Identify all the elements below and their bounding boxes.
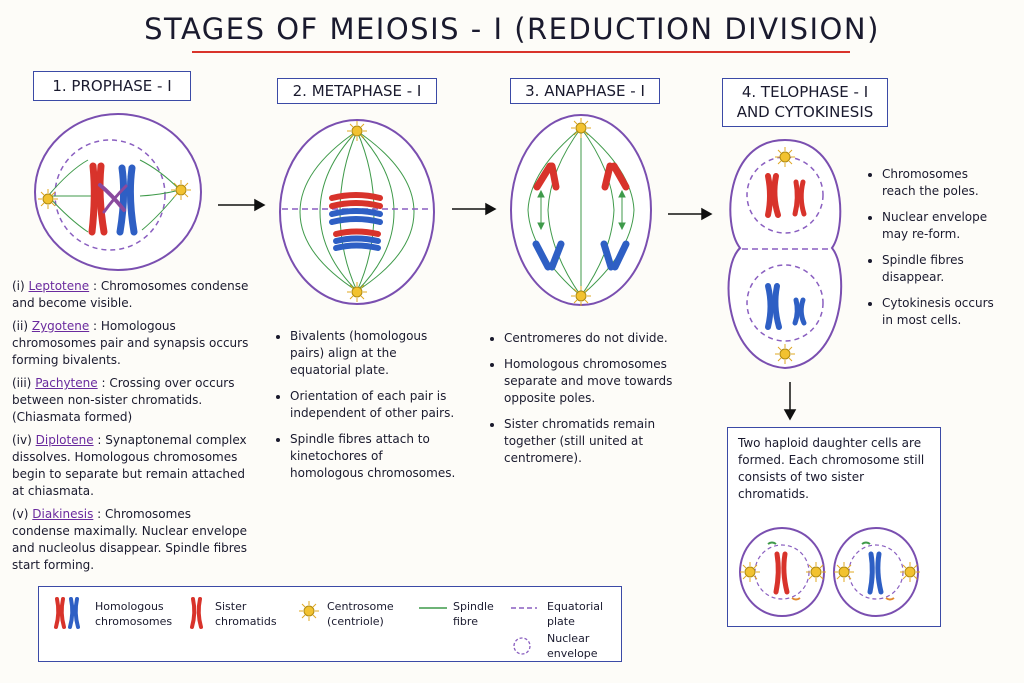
list-item: Cytokinesis occurs in most cells. xyxy=(882,295,1003,329)
homologous-chromosomes-icon xyxy=(54,597,80,629)
centrosome-icon xyxy=(298,600,320,622)
arrow-down-icon xyxy=(783,382,797,421)
note-pachytene: (iii) Pachytene : Crossing over occurs b… xyxy=(12,376,235,424)
list-item: Spindle fibres disappear. xyxy=(882,252,1003,286)
metaphase-cell xyxy=(279,119,435,305)
telophase-notes: Chromosomes reach the poles. Nuclear env… xyxy=(868,166,1003,338)
spindle-fibre-icon xyxy=(419,607,447,609)
centrosome-icon xyxy=(570,117,592,139)
daughter-cells xyxy=(739,527,921,617)
note-zygotene: (ii) Zygotene : Homologous chromosomes p… xyxy=(12,319,249,367)
stage-header-prophase: 1. PROPHASE - I xyxy=(33,71,191,101)
list-item: Spindle fibres attach to kinetochores of… xyxy=(290,431,456,482)
legend-nuclear-label: Nuclear envelope xyxy=(547,632,598,660)
note-diplotene: (iv) Diplotene : Synaptonemal complex di… xyxy=(12,433,247,498)
prophase-bivalent xyxy=(88,162,138,236)
stage-header-metaphase: 2. METAPHASE - I xyxy=(277,78,437,104)
nuclear-envelope-top xyxy=(746,156,824,234)
daughter-cell-1 xyxy=(739,527,827,617)
metaphase-bivalents xyxy=(329,192,383,251)
summary-text: Two haploid daughter cells are formed. E… xyxy=(738,436,925,501)
nuclear-envelope-bottom xyxy=(746,264,824,342)
summary-box: Two haploid daughter cells are formed. E… xyxy=(727,427,941,627)
stage-header-telophase: 4. TELOPHASE - I AND CYTOKINESIS xyxy=(722,78,888,127)
centrosome-icon xyxy=(346,120,368,142)
anaphase-cell xyxy=(510,114,652,307)
list-item: Nuclear envelope may re-form. xyxy=(882,209,1003,243)
list-item: Chromosomes reach the poles. xyxy=(882,166,1003,200)
centrosome-icon xyxy=(346,281,368,303)
arrow-icon xyxy=(668,207,713,221)
anaphase-notes: Centromeres do not divide. Homologous ch… xyxy=(490,330,680,476)
legend-homologous-label: Homologous chromosomes xyxy=(95,600,173,628)
list-item: Homologous chromosomes separate and move… xyxy=(504,356,680,407)
list-item: Bivalents (homologous pairs) align at th… xyxy=(290,328,456,379)
sister-chromatids-icon xyxy=(190,597,203,629)
stage-header-telophase-line2: AND CYTOKINESIS xyxy=(736,103,874,121)
arrow-icon xyxy=(218,198,266,212)
note-leptotene: (i) Leptotene : Chromosomes condense and… xyxy=(12,279,249,310)
centrosome-icon xyxy=(570,285,592,307)
prophase-nuclear-envelope xyxy=(54,139,166,251)
list-item: Sister chromatids remain together (still… xyxy=(504,416,680,467)
note-diakinesis: (v) Diakinesis : Chromosomes condense ma… xyxy=(12,507,248,572)
stage-header-telophase-line1: 4. TELOPHASE - I xyxy=(741,83,869,101)
stage-header-anaphase: 3. ANAPHASE - I xyxy=(510,78,660,104)
legend-spindle-label: Spindle fibre xyxy=(453,600,494,628)
centrosome-icon xyxy=(170,179,192,201)
daughter-cell-2 xyxy=(833,527,921,617)
legend-equatorial-label: Equatorial plate xyxy=(547,600,604,628)
centrosome-icon xyxy=(774,343,796,365)
list-item: Orientation of each pair is independent … xyxy=(290,388,456,422)
equatorial-plate-icon xyxy=(511,607,537,609)
telophase-cell xyxy=(727,138,843,370)
page-title: STAGES OF MEIOSIS - I (REDUCTION DIVISIO… xyxy=(144,12,880,46)
prophase-notes: (i) Leptotene : Chromosomes condense and… xyxy=(12,278,252,574)
list-item: Centromeres do not divide. xyxy=(504,330,680,347)
metaphase-notes: Bivalents (homologous pairs) align at th… xyxy=(276,328,456,491)
anaphase-chromosomes xyxy=(532,162,630,271)
centrosome-icon xyxy=(774,146,796,168)
title-underline xyxy=(192,51,850,53)
nuclear-envelope-icon xyxy=(513,637,531,655)
legend: Homologous chromosomes Sister chromatids… xyxy=(38,586,622,662)
centrosome-icon xyxy=(37,188,59,210)
prophase-cell xyxy=(34,113,202,271)
legend-sister-label: Sister chromatids xyxy=(215,600,277,628)
arrow-icon xyxy=(452,202,497,216)
legend-centrosome-label: Centrosome (centriole) xyxy=(327,600,394,628)
